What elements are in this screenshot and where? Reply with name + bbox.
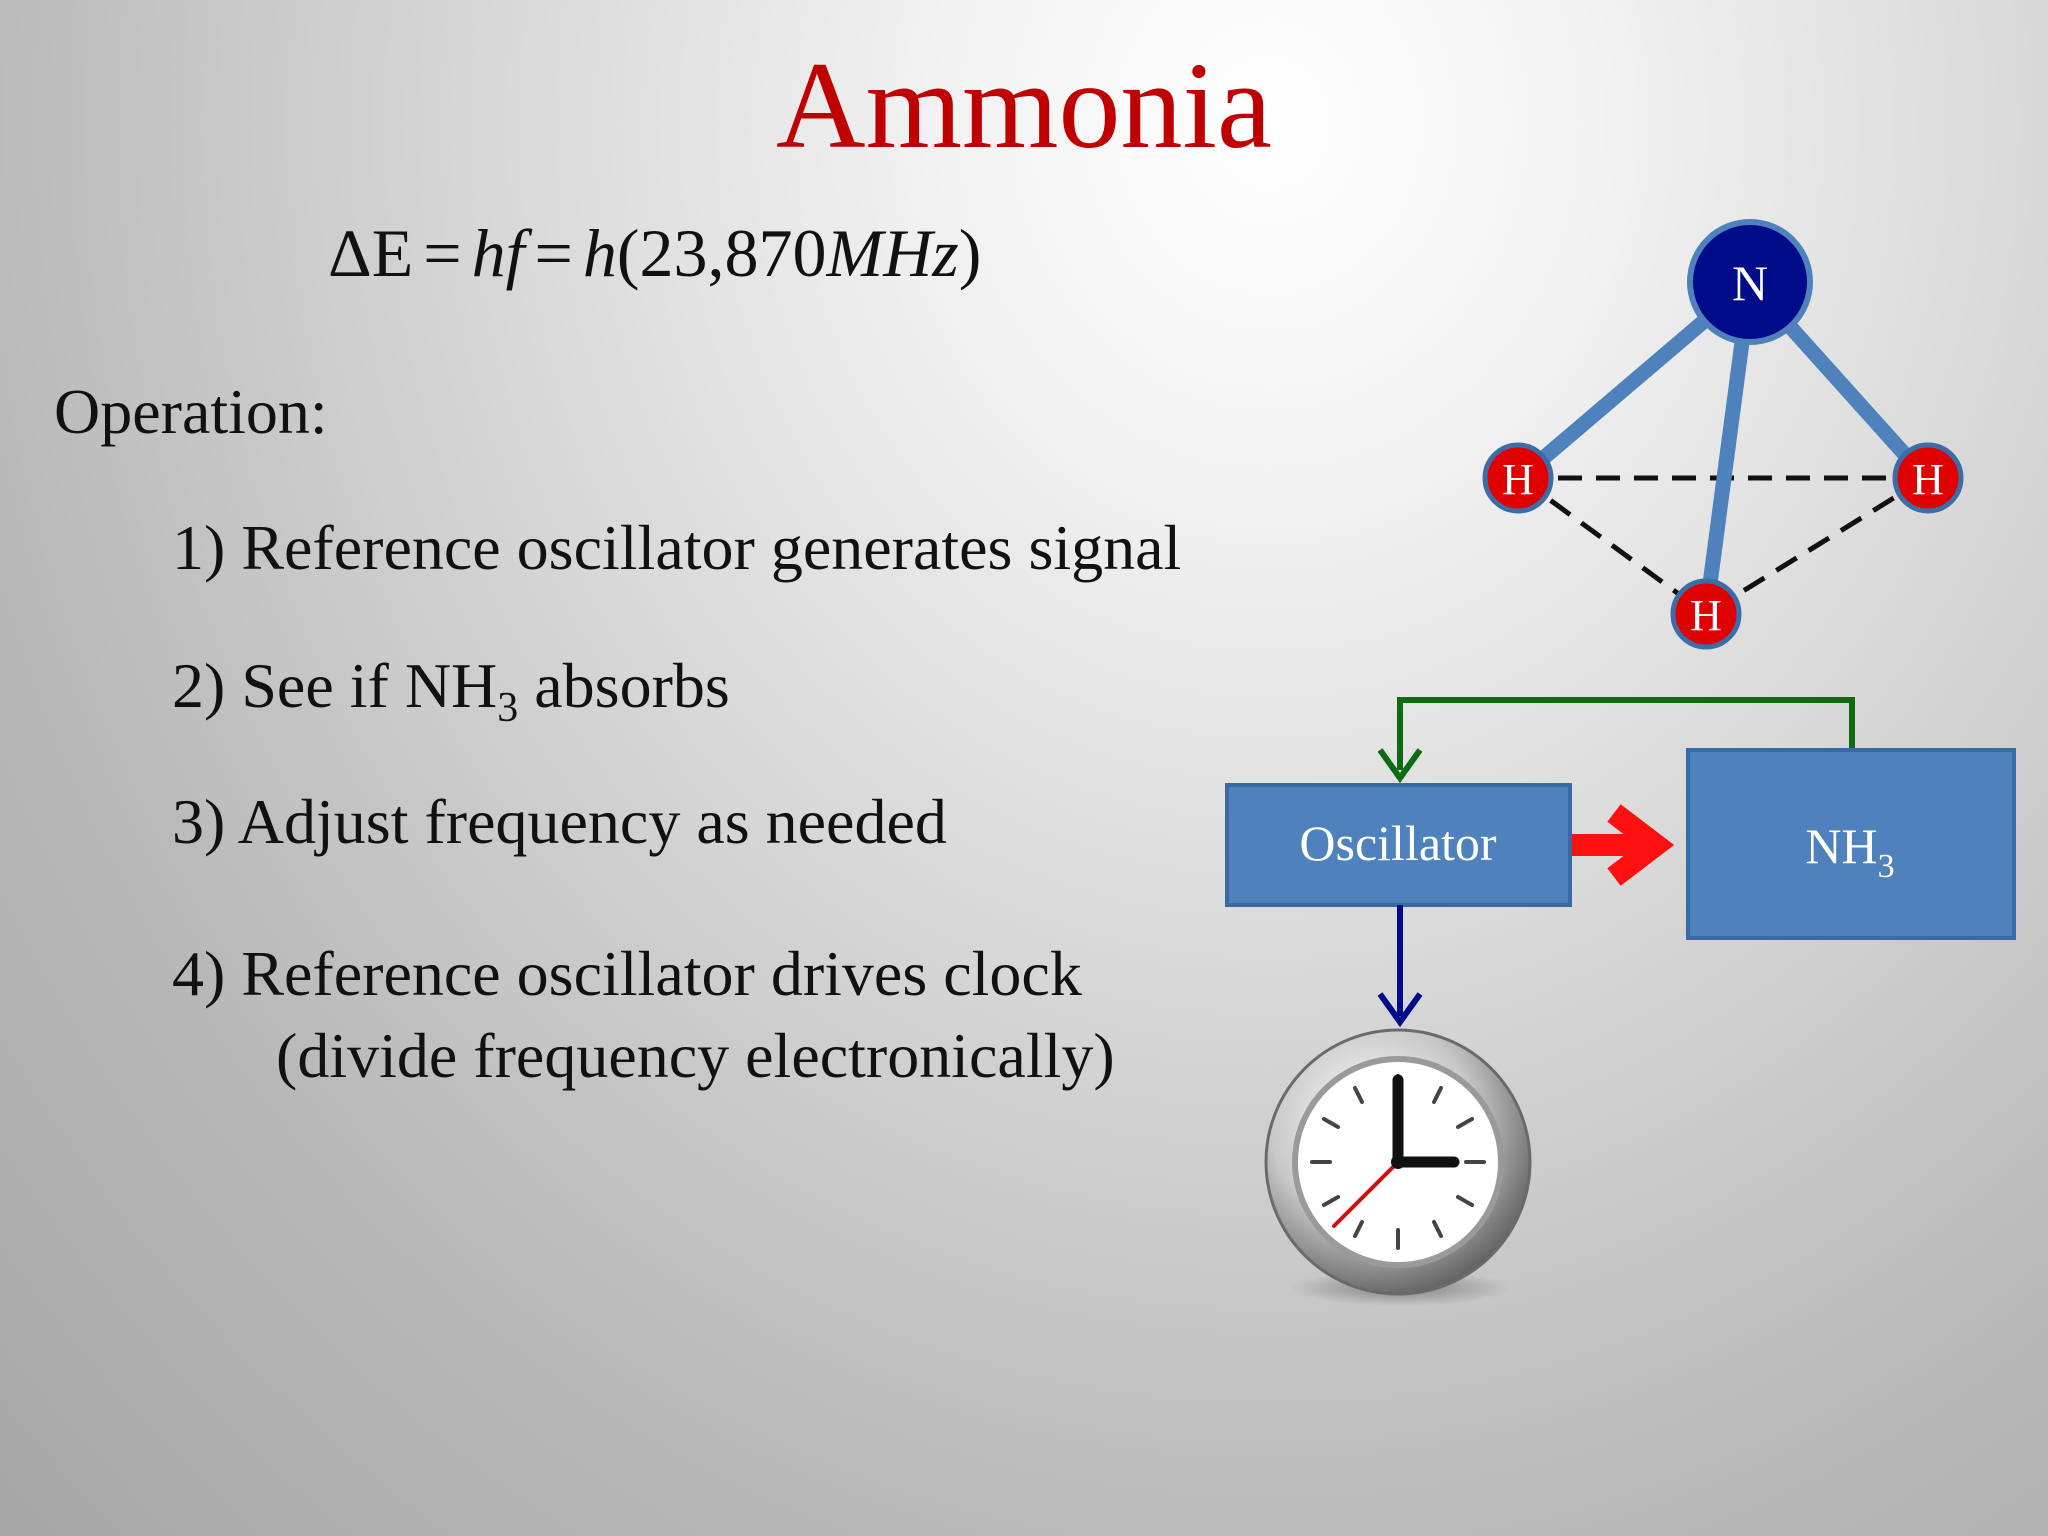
operation-label: Operation: bbox=[54, 376, 328, 447]
hydrogen-label-left: H bbox=[1502, 455, 1534, 504]
equation-equals-1: = bbox=[423, 215, 462, 291]
nitrogen-label: N bbox=[1732, 255, 1768, 311]
equation-open-paren: ( bbox=[616, 215, 640, 291]
step-2-prefix: 2) See if NH bbox=[172, 650, 498, 721]
oscillator-box: Oscillator bbox=[1225, 783, 1572, 907]
clock-arrow bbox=[1377, 905, 1423, 1028]
nh3-label: NH3 bbox=[1805, 818, 1894, 885]
step-2: 2) See if NH3 absorbs bbox=[172, 648, 730, 729]
energy-equation: ΔE=hf=h(23,870MHz) bbox=[328, 213, 981, 295]
step-4-continuation: (divide frequency electronically) bbox=[276, 1020, 1115, 1091]
equation-equals-2: = bbox=[534, 215, 573, 291]
step-2-subscript: 3 bbox=[497, 685, 519, 731]
step-1: 1) Reference oscillator generates signal bbox=[172, 512, 1182, 583]
slide-title: Ammonia bbox=[776, 37, 1272, 174]
nh3-label-subscript: 3 bbox=[1878, 848, 1895, 885]
nh3-label-prefix: NH bbox=[1805, 818, 1877, 874]
step-3: 3) Adjust frequency as needed bbox=[172, 786, 947, 857]
equation-close-paren: ) bbox=[958, 215, 982, 291]
equation-h: h bbox=[582, 215, 617, 291]
equation-number: 23,870 bbox=[639, 215, 827, 291]
hydrogen-atom-right: H bbox=[1892, 442, 1964, 514]
oscillator-label: Oscillator bbox=[1299, 815, 1497, 871]
signal-arrow bbox=[1572, 804, 1675, 886]
step-4: 4) Reference oscillator drives clock bbox=[172, 938, 1082, 1009]
dashed-edge-left bbox=[1518, 475, 1708, 617]
step-2-suffix: absorbs bbox=[518, 650, 730, 721]
hydrogen-atom-left: H bbox=[1482, 442, 1554, 514]
hydrogen-label-bottom: H bbox=[1690, 591, 1722, 640]
hydrogen-atom-bottom: H bbox=[1670, 578, 1742, 650]
equation-unit: MHz bbox=[826, 215, 959, 291]
nh3-box: NH3 bbox=[1686, 748, 2016, 940]
dashed-edge-right bbox=[1704, 475, 1928, 617]
equation-lhs: ΔE bbox=[328, 215, 414, 291]
ammonia-molecule: N H H H bbox=[1482, 219, 1964, 650]
equation-hf: hf bbox=[471, 215, 525, 291]
feedback-arrow bbox=[1377, 697, 1855, 784]
clock-icon bbox=[1264, 1028, 1532, 1306]
nitrogen-atom: N bbox=[1687, 219, 1813, 345]
hydrogen-label-right: H bbox=[1912, 455, 1944, 504]
